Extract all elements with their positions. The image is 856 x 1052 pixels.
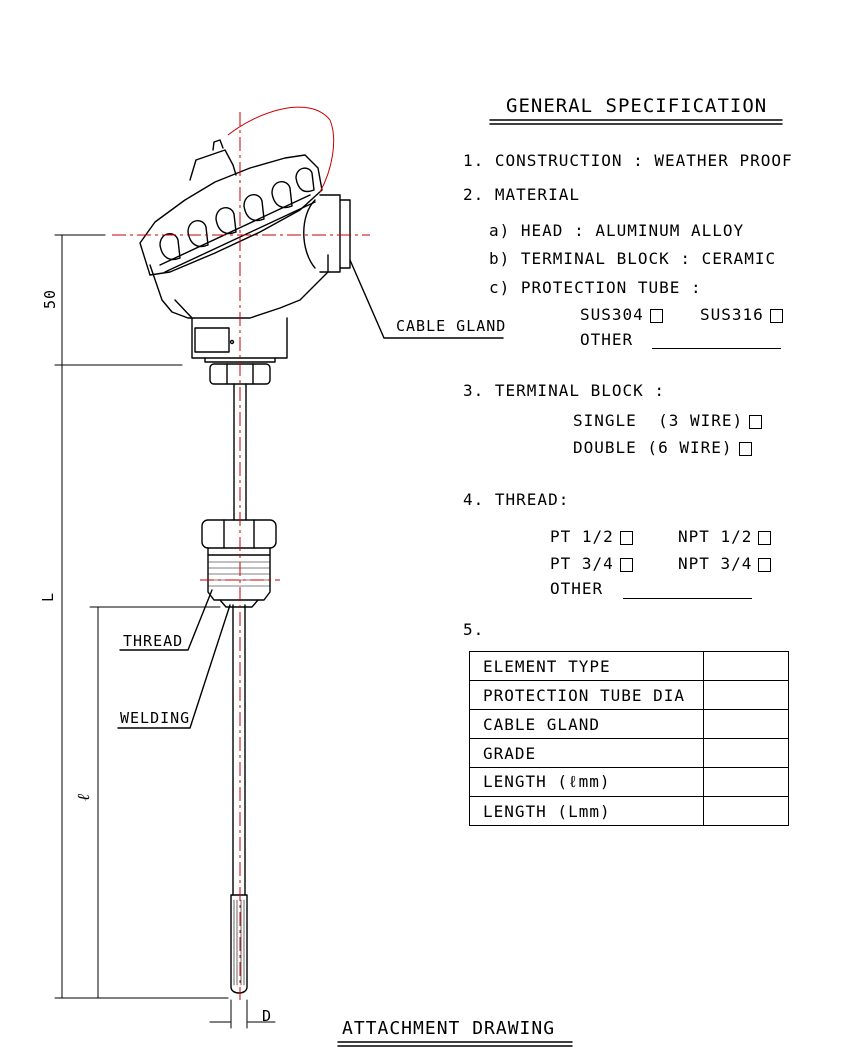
element-type-cell: ELEMENT TYPE — [469, 651, 704, 681]
spec-construction: 1. CONSTRUCTION : WEATHER PROOF — [463, 151, 793, 170]
spec-item-5: 5. — [463, 620, 485, 639]
option-thread-other: OTHER — [550, 579, 604, 598]
spec-protection-tube: c) PROTECTION TUBE : — [489, 278, 702, 297]
dimension-50: 50 — [41, 288, 60, 310]
protection-tube-dia-cell: PROTECTION TUBE DIA — [469, 680, 704, 710]
option-sus304-label: SUS304 — [580, 305, 644, 324]
leader-lines — [117, 259, 504, 729]
option-double: DOUBLE (6 WIRE) — [573, 439, 752, 457]
length-l-small-cell: LENGTH (ℓmm) — [469, 767, 704, 797]
spec-thread: 4. THREAD: — [463, 490, 570, 509]
option-npt-half-label: NPT 1/2 — [678, 527, 753, 546]
welding-label: WELDING — [120, 709, 191, 727]
option-sus304: SUS304 — [580, 306, 663, 324]
option-pt-half-label: PT 1/2 — [550, 527, 614, 546]
other-material-field[interactable] — [652, 348, 781, 349]
protection-tube-dia-value[interactable] — [703, 680, 789, 710]
other-thread-field[interactable] — [623, 598, 752, 599]
grade-value[interactable] — [703, 738, 789, 768]
length-l-cell: LENGTH (Lmm) — [469, 796, 704, 826]
cable-gland-value[interactable] — [703, 709, 789, 739]
spec-material: 2. MATERIAL — [463, 185, 580, 204]
spec-head: a) HEAD : ALUMINUM ALLOY — [489, 221, 745, 240]
sus304-checkbox[interactable] — [649, 308, 663, 323]
thread-label: THREAD — [123, 632, 184, 650]
order-table: ELEMENT TYPE PROTECTION TUBE DIA CABLE G… — [469, 651, 789, 826]
sus316-checkbox[interactable] — [769, 308, 783, 323]
spec-terminal-block-material: b) TERMINAL BLOCK : CERAMIC — [489, 249, 777, 268]
spec-title: GENERAL SPECIFICATION — [506, 95, 768, 117]
center-lines — [112, 106, 370, 1000]
option-pt-three-quarter-label: PT 3/4 — [550, 554, 614, 573]
single-checkbox[interactable] — [749, 414, 763, 429]
table-row: LENGTH (ℓmm) — [469, 767, 789, 797]
option-npt-three-quarter-label: NPT 3/4 — [678, 554, 753, 573]
table-row: ELEMENT TYPE — [469, 651, 789, 681]
dimension-L: L — [39, 591, 58, 603]
table-row: LENGTH (Lmm) — [469, 796, 789, 826]
grade-cell: GRADE — [469, 738, 704, 768]
table-row: GRADE — [469, 738, 789, 768]
drawing-caption: ATTACHMENT DRAWING — [342, 1018, 556, 1039]
npt-half-checkbox[interactable] — [758, 530, 772, 545]
dimension-D: D — [262, 1007, 273, 1025]
spec-terminal-block: 3. TERMINAL BLOCK : — [463, 381, 666, 400]
option-sus316-label: SUS316 — [700, 305, 764, 324]
length-l-small-value[interactable] — [703, 767, 789, 797]
option-npt-three-quarter: NPT 3/4 — [678, 554, 772, 573]
dimension-lines — [54, 234, 276, 1029]
option-other-material: OTHER — [580, 330, 634, 349]
thread-fitting — [201, 519, 277, 608]
option-pt-three-quarter: PT 3/4 — [550, 555, 633, 573]
table-row: CABLE GLAND — [469, 709, 789, 739]
npt-three-quarter-checkbox[interactable] — [758, 557, 772, 572]
option-single-label: SINGLE (3 WIRE) — [573, 411, 744, 430]
dimension-l: ℓ — [74, 792, 95, 802]
option-pt-half: PT 1/2 — [550, 528, 633, 546]
table-row: PROTECTION TUBE DIA — [469, 680, 789, 710]
pt-three-quarter-checkbox[interactable] — [619, 557, 633, 572]
element-type-value[interactable] — [703, 651, 789, 681]
sensor-head — [139, 139, 351, 363]
option-sus316: SUS316 — [700, 306, 783, 324]
option-double-label: DOUBLE (6 WIRE) — [573, 438, 733, 457]
pt-half-checkbox[interactable] — [619, 530, 633, 545]
double-checkbox[interactable] — [738, 441, 752, 456]
cable-gland-label: CABLE GLAND — [396, 317, 507, 335]
length-l-value[interactable] — [703, 796, 789, 826]
option-npt-half: NPT 1/2 — [678, 527, 772, 546]
protection-tube — [230, 383, 248, 994]
option-single: SINGLE (3 WIRE) — [573, 411, 763, 430]
cable-gland-cell: CABLE GLAND — [469, 709, 704, 739]
